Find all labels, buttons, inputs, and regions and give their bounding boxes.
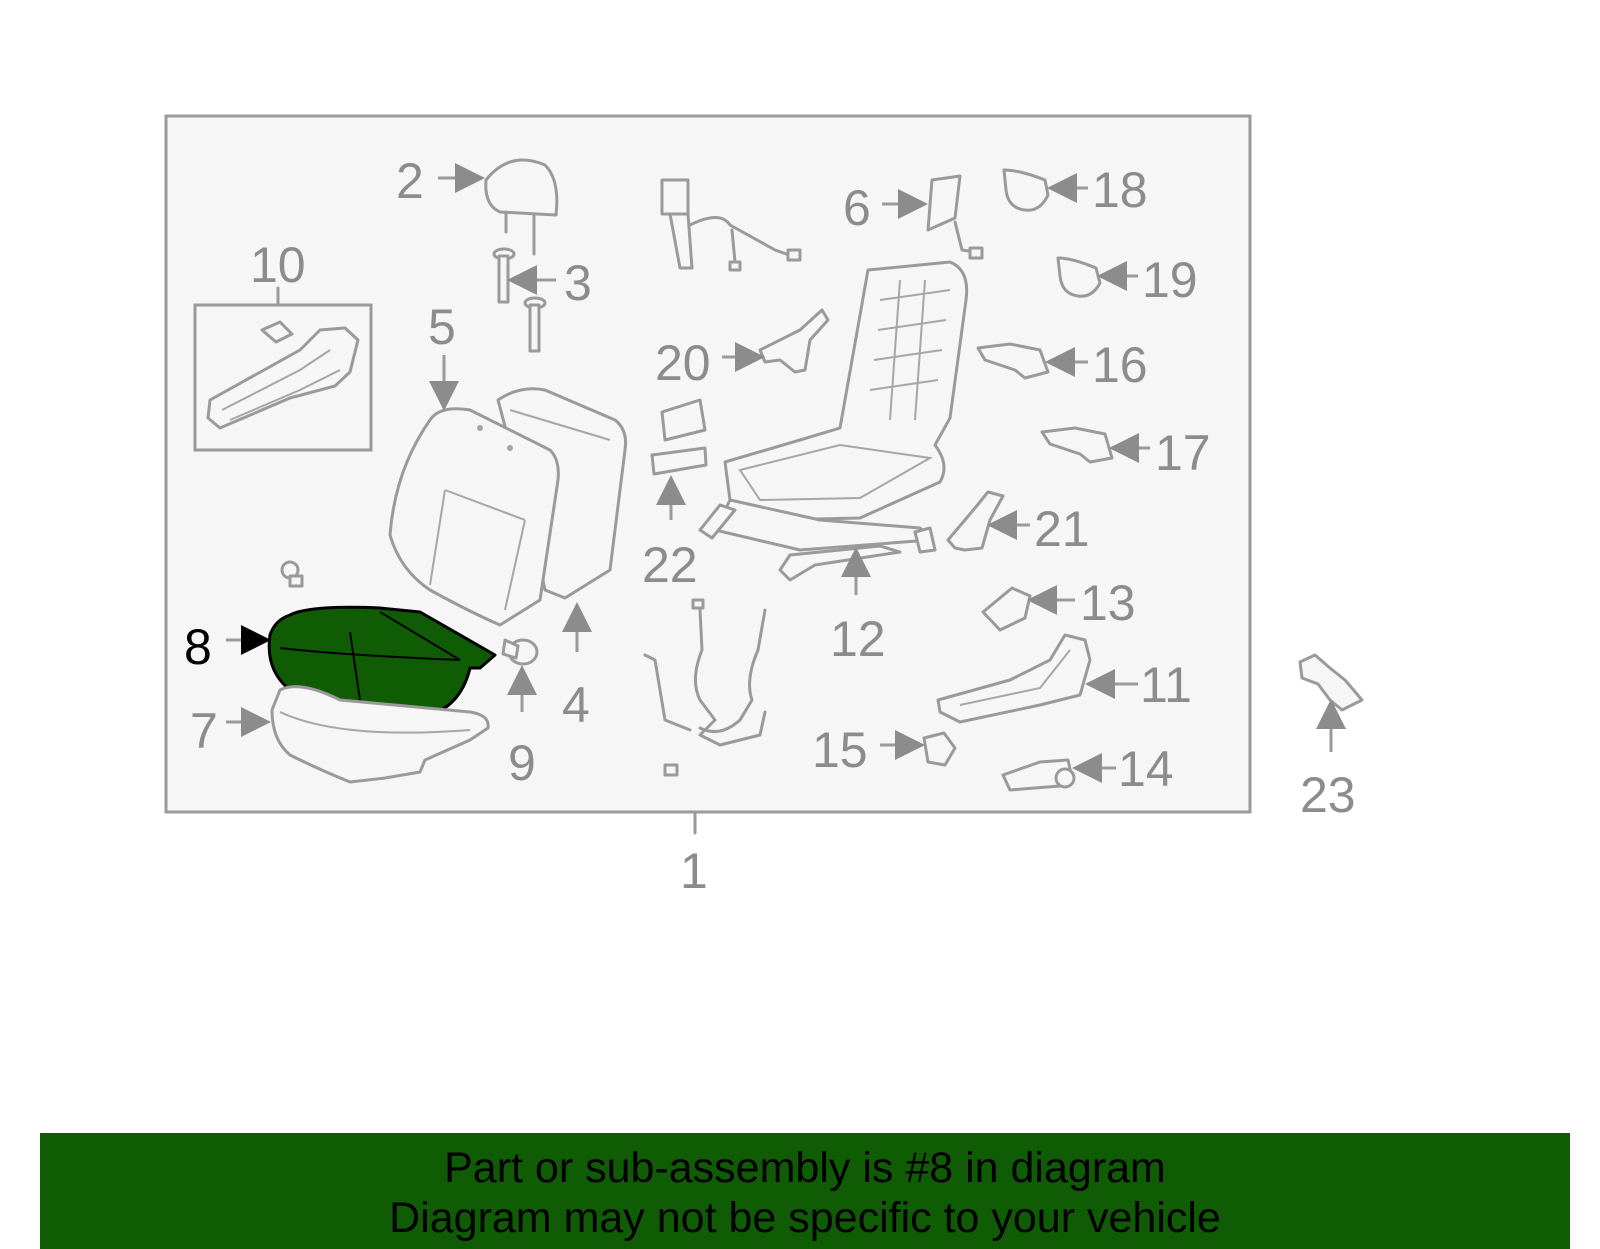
- callout-1: 1: [680, 843, 708, 899]
- seat-frame: [698, 260, 969, 582]
- callout-22: 22: [642, 537, 698, 593]
- callout-19: 19: [1142, 252, 1198, 308]
- wiring-harness: [643, 598, 767, 777]
- part-23-clip: [1298, 653, 1364, 712]
- part-16-bracket: [976, 342, 1050, 380]
- part-5-seatback-cover: [388, 407, 560, 627]
- callout-16: 16: [1092, 337, 1148, 393]
- part-10-side-cover: [206, 320, 360, 430]
- banner-line-2: Diagram may not be specific to your vehi…: [389, 1194, 1221, 1242]
- callout-23: 23: [1300, 767, 1356, 823]
- callout-20: 20: [655, 335, 711, 391]
- callout-18: 18: [1092, 162, 1148, 218]
- callout-4: 4: [562, 677, 590, 733]
- part-17-bracket: [1040, 426, 1114, 464]
- part-2-headrest: [484, 158, 559, 256]
- part-15-knob: [922, 731, 957, 767]
- callout-5: 5: [428, 299, 456, 355]
- part-7-cushion-pad: [270, 685, 490, 784]
- callout-21: 21: [1034, 501, 1090, 557]
- banner-line-1: Part or sub-assembly is #8 in diagram: [444, 1144, 1166, 1192]
- info-banner: Part or sub-assembly is #8 in diagram Di…: [40, 1133, 1570, 1249]
- part-20-bracket: [758, 308, 830, 374]
- part-22-cover: [650, 398, 708, 476]
- callout-9: 9: [508, 735, 536, 791]
- callout-14: 14: [1118, 741, 1174, 797]
- callout-11: 11: [1140, 657, 1192, 713]
- callout-8-highlighted: 8: [184, 619, 212, 675]
- callout-3: 3: [564, 255, 592, 311]
- part-18-trim: [1002, 168, 1050, 212]
- callout-2: 2: [396, 153, 424, 209]
- part-6-airbag: [926, 174, 984, 260]
- seatbelt-buckle: [660, 178, 802, 272]
- part-9-clip: [280, 560, 539, 666]
- callout-15: 15: [812, 722, 868, 778]
- callout-17: 17: [1155, 425, 1211, 481]
- part-11-side-shield: [936, 633, 1092, 724]
- part-19-trim: [1056, 256, 1102, 298]
- callout-10: 10: [250, 237, 306, 293]
- callout-7: 7: [190, 703, 218, 759]
- callout-13: 13: [1080, 575, 1136, 631]
- callout-6: 6: [843, 180, 871, 236]
- callout-12: 12: [830, 611, 886, 667]
